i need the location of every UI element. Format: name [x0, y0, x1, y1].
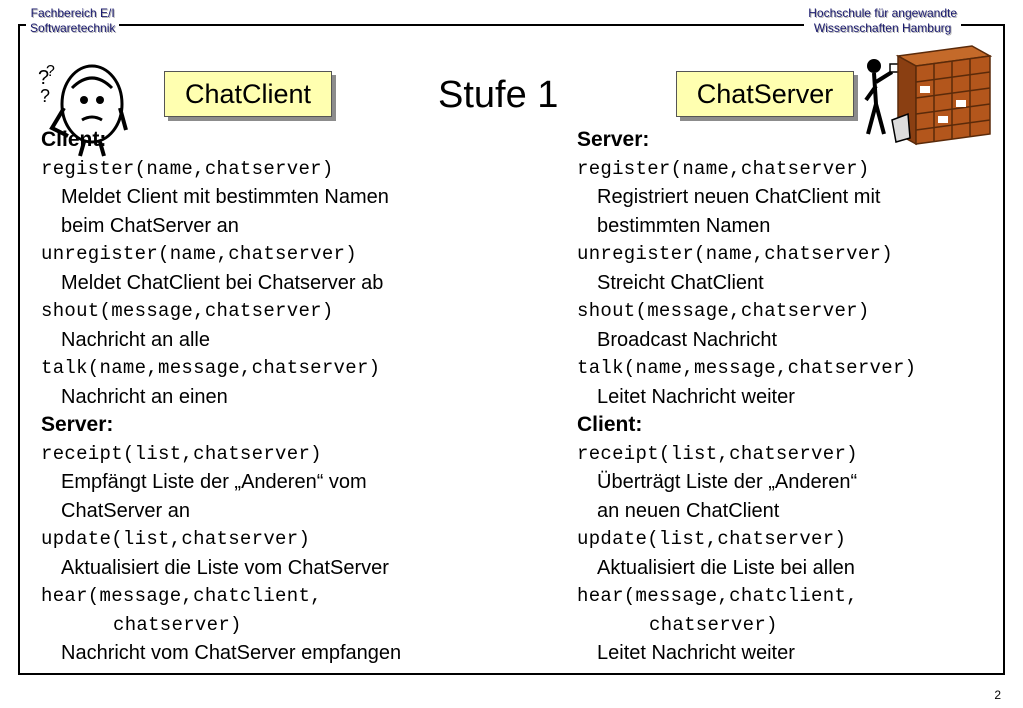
method-signature: talk(name,message,chatserver) — [41, 357, 381, 379]
method-signature: unregister(name,chatserver) — [41, 243, 357, 265]
svg-text:?: ? — [40, 86, 50, 106]
page-number: 2 — [994, 688, 1001, 702]
method-signature: talk(name,message,chatserver) — [577, 357, 917, 379]
slide-title: Stufe 1 — [438, 74, 559, 116]
method-signature-continued: chatserver) — [649, 613, 778, 636]
method-signature-continued: chatserver) — [113, 613, 242, 636]
method-description: Aktualisiert die Liste vom ChatServer — [61, 556, 389, 579]
method-description: beim ChatServer an — [61, 214, 239, 237]
method-description: Meldet ChatClient bei Chatserver ab — [61, 271, 384, 294]
client-column: Client: register(name,chatserver) Meldet… — [41, 126, 481, 668]
method-description: Überträgt Liste der „Anderen“ — [597, 471, 858, 493]
method-signature: hear(message,chatclient, — [577, 585, 858, 607]
header-right-line2: Wissenschaften Hamburg — [813, 21, 952, 35]
section-heading: Client: — [41, 128, 107, 151]
method-description: Streicht ChatClient — [597, 271, 764, 294]
method-description: Nachricht an einen — [61, 385, 228, 408]
svg-text:?: ? — [38, 67, 49, 89]
method-description: bestimmten Namen — [597, 214, 771, 237]
person-at-mail-sorting-shelf-icon — [864, 45, 992, 146]
method-signature: unregister(name,chatserver) — [577, 243, 893, 265]
method-description: Aktualisiert die Liste bei allen — [597, 556, 855, 579]
header-left: Fachbereich E/I Softwaretechnik — [26, 6, 120, 36]
header-left-line1: Fachbereich E/I — [30, 6, 115, 20]
method-description: Leitet Nachricht weiter — [597, 385, 795, 408]
section-heading: Client: — [577, 413, 643, 436]
method-signature: shout(message,chatserver) — [577, 300, 870, 322]
chatclient-box: ChatClient — [164, 71, 332, 117]
method-description: Nachricht vom ChatServer empfangen — [61, 642, 402, 664]
method-signature: receipt(list,chatserver) — [41, 442, 322, 465]
method-description: Meldet Client mit bestimmten Namen — [61, 186, 389, 208]
method-signature: register(name,chatserver) — [577, 157, 870, 180]
method-description: an neuen ChatClient — [597, 499, 780, 522]
person-with-question-marks-icon: ? ? ? — [38, 63, 128, 157]
method-signature: hear(message,chatclient, — [41, 585, 322, 607]
method-description: Broadcast Nachricht — [597, 328, 778, 351]
chatserver-box: ChatServer — [676, 71, 854, 117]
method-signature: update(list,chatserver) — [577, 528, 847, 550]
header-right-line1: Hochschule für angewandte — [808, 6, 957, 20]
method-description: Registriert neuen ChatClient mit — [597, 186, 881, 208]
section-heading: Server: — [41, 413, 114, 436]
svg-text:?: ? — [46, 63, 55, 80]
header-right: Hochschule für angewandte Wissenschaften… — [804, 6, 961, 36]
method-description: Empfängt Liste der „Anderen“ vom — [61, 471, 367, 493]
method-signature: register(name,chatserver) — [41, 157, 334, 180]
method-description: Leitet Nachricht weiter — [597, 642, 795, 664]
method-signature: receipt(list,chatserver) — [577, 442, 858, 465]
method-signature: shout(message,chatserver) — [41, 300, 334, 322]
method-signature: update(list,chatserver) — [41, 528, 311, 550]
method-description: Nachricht an alle — [61, 328, 210, 351]
server-column: Server: register(name,chatserver) Regist… — [577, 126, 1017, 668]
header-left-line2: Softwaretechnik — [30, 21, 116, 35]
section-heading: Server: — [577, 128, 650, 151]
slide-frame — [18, 24, 1005, 675]
method-description: ChatServer an — [61, 499, 190, 522]
